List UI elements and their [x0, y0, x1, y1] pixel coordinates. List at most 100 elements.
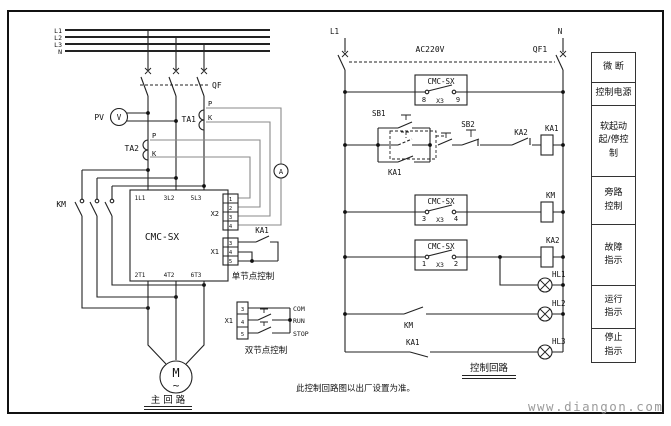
- bus-label-l2: L2: [54, 34, 62, 42]
- rung3-device: CMC-SX: [427, 197, 455, 206]
- starter-in-1l1: 1L1: [135, 195, 146, 202]
- rung1-t2: 9: [456, 96, 460, 104]
- starter-in-3l2: 3L2: [164, 195, 175, 202]
- ta2-k: K: [152, 150, 157, 158]
- main-title-underline: [144, 405, 192, 411]
- ctrl-phase-label: L1: [330, 27, 339, 36]
- rung-stop-indicator: [345, 344, 563, 360]
- legend-cell-bypass: 旁路 控制: [592, 177, 635, 225]
- dual-wire-com: COM: [293, 305, 305, 313]
- rung4-tm: X3: [436, 261, 444, 269]
- legend-cell-control-power: 控制电源: [592, 83, 635, 106]
- dual-node-caption: 双节点控制: [245, 345, 288, 356]
- dual-wire-stop: STOP: [293, 330, 309, 338]
- bus-label-l3: L3: [54, 41, 62, 49]
- rung4-device: CMC-SX: [427, 242, 455, 251]
- ka1-single-label: KA1: [255, 226, 269, 235]
- x1-pin-4: 4: [229, 250, 233, 256]
- single-node-caption: 单节点控制: [232, 271, 275, 282]
- rung3-t1: 3: [422, 215, 426, 223]
- ammeter-dial: A: [279, 168, 284, 176]
- starter-device-label: CMC-SX: [145, 232, 180, 243]
- legend-cell-fault: 故障 指示: [592, 225, 635, 287]
- ct-secondary-wires: [150, 107, 282, 226]
- sb2-label: SB2: [461, 120, 475, 129]
- ct-ta2: [142, 139, 149, 161]
- control-title-underline: [462, 374, 516, 380]
- ka1-single-node-contact: [238, 235, 279, 263]
- motor-feeder: [147, 281, 205, 394]
- ka2-coil-label: KA2: [546, 236, 560, 245]
- pv-label: PV: [94, 113, 104, 122]
- starter-out-6t3: 6T3: [191, 272, 202, 279]
- function-legend-table: 微 断 控制电源 软起动 起/停控 制 旁路 控制 故障 指示 运行 指示 停止…: [591, 52, 636, 363]
- legend-cell-softstart: 软起动 起/停控 制: [592, 106, 635, 178]
- rung4-t1: 1: [422, 260, 426, 268]
- x2-pin-4: 4: [229, 224, 233, 230]
- sb1-label: SB1: [372, 109, 386, 118]
- rung-control-power: [343, 74, 565, 106]
- voltmeter-dial: V: [117, 113, 122, 122]
- voltmeter: [109, 107, 178, 127]
- rung1-device: CMC-SX: [427, 77, 455, 86]
- qf-label: QF: [212, 81, 222, 90]
- ta1-p: P: [208, 100, 212, 108]
- rung1-tm: X3: [436, 97, 444, 105]
- rung-bypass: [343, 194, 565, 226]
- ta1-k: K: [208, 114, 213, 122]
- factory-note: 此控制回路图以出厂设置为准。: [296, 383, 415, 394]
- dual-pin-3: 3: [241, 307, 244, 313]
- hl1-label: HL1: [552, 270, 566, 279]
- ctrl-neutral-label: N: [558, 27, 563, 36]
- ka1-no-label: KA1: [406, 338, 420, 347]
- bus-label-l1: L1: [54, 27, 62, 35]
- x2-block-label: X2: [211, 210, 219, 218]
- x2-pin-3: 3: [229, 215, 232, 221]
- ka1-coil-label: KA1: [545, 124, 559, 133]
- main-circuit-title: 主 回 路: [151, 394, 186, 406]
- rung4-t2: 2: [454, 260, 458, 268]
- control-circuit-title: 控制回路: [470, 362, 509, 374]
- hl2-label: HL2: [552, 299, 566, 308]
- km-bypass-contacts: [74, 168, 206, 310]
- starter-out-4t2: 4T2: [164, 272, 175, 279]
- rung-run-indicator: [343, 306, 565, 322]
- ct-ta1: [198, 109, 205, 131]
- legend-cell-running: 运行 指示: [592, 286, 635, 330]
- watermark: www.diangon.com: [528, 399, 663, 414]
- x2-pin-1: 1: [229, 197, 232, 203]
- dual-wire-run: RUN: [293, 317, 305, 325]
- rung1-t1: 8: [422, 96, 426, 104]
- ka2-nc-label: KA2: [514, 128, 528, 137]
- ta1-label: TA1: [182, 115, 197, 124]
- dual-pin-5: 5: [241, 332, 244, 338]
- x2-pin-2: 2: [229, 206, 232, 212]
- ctrl-voltage-label: AC220V: [416, 45, 445, 54]
- x1-pin-5: 5: [229, 259, 232, 265]
- diagram-frame: [7, 10, 664, 414]
- bus-label-n: N: [58, 48, 62, 56]
- starter-in-5l3: 5L3: [191, 195, 202, 202]
- x1-block-label: X1: [211, 248, 219, 256]
- motor-wave: ~: [173, 379, 180, 392]
- rung3-t2: 4: [454, 215, 458, 223]
- ka1-seal-label: KA1: [388, 168, 402, 177]
- x1-pin-3: 3: [229, 241, 232, 247]
- ta2-label: TA2: [125, 144, 140, 153]
- ta2-p: P: [152, 132, 156, 140]
- legend-cell-stop: 停止 指示: [604, 333, 623, 357]
- dual-pin-4: 4: [241, 320, 245, 326]
- starter-out-2t1: 2T1: [135, 272, 146, 279]
- km-no-label: KM: [404, 321, 414, 330]
- km-label: KM: [56, 200, 66, 209]
- motor-letter: M: [172, 366, 179, 380]
- dual-node-block: [236, 301, 292, 340]
- rung-start-stop: [343, 114, 565, 163]
- legend-cell-breaker: 微 断: [592, 53, 635, 83]
- rung3-tm: X3: [436, 216, 444, 224]
- ammeter: [273, 163, 289, 179]
- power-bus-lines: [65, 29, 270, 52]
- hl3-label: HL3: [552, 337, 566, 346]
